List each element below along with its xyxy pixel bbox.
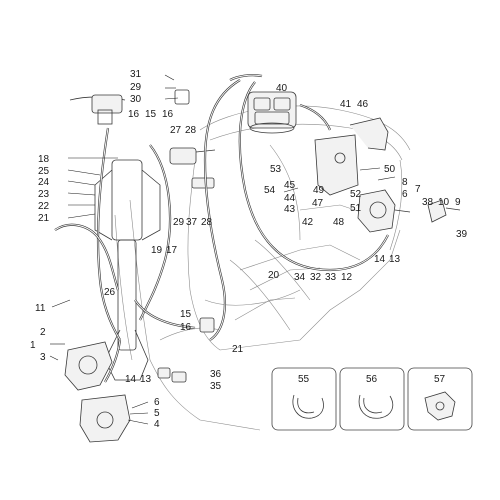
callout-39: 39 <box>456 229 468 240</box>
callout-36: 36 <box>210 369 222 380</box>
callout-22: 22 <box>38 201 50 212</box>
callout-46: 46 <box>357 99 369 110</box>
inset-label-56: 56 <box>366 374 378 385</box>
callout-30: 30 <box>130 94 142 105</box>
callout-8: 8 <box>402 177 408 188</box>
scooter-frame-outline <box>114 105 411 431</box>
callout-4: 4 <box>154 419 160 430</box>
callout-35: 35 <box>210 381 222 392</box>
callout-33: 33 <box>325 272 337 283</box>
callout-14: 14 <box>125 374 137 385</box>
inset-label-57: 57 <box>434 374 446 385</box>
abs-control-unit <box>247 91 297 134</box>
callout-16: 16 <box>180 322 192 333</box>
callout-44: 44 <box>284 193 296 204</box>
callout-2: 2 <box>40 327 46 338</box>
callout-31: 31 <box>130 69 142 80</box>
callout-23: 23 <box>38 189 50 200</box>
callout-53: 53 <box>270 164 282 175</box>
callout-21: 21 <box>232 344 244 355</box>
leader-lines <box>49 74 396 425</box>
callout-3: 3 <box>40 352 46 363</box>
callout-47: 47 <box>312 198 324 209</box>
callout-34: 34 <box>294 272 306 283</box>
callout-54: 54 <box>264 185 276 196</box>
callout-21: 21 <box>38 213 50 224</box>
callout-9: 9 <box>455 197 461 208</box>
callout-6: 6 <box>154 397 160 408</box>
rear-brake-caliper <box>357 189 411 233</box>
front-brake-master-cylinder <box>69 94 126 125</box>
callout-28: 28 <box>201 217 213 228</box>
callout-27: 27 <box>170 125 182 136</box>
brake-hoses <box>54 74 389 383</box>
inset-box-55: 55 <box>271 367 337 431</box>
callout-12: 12 <box>341 272 353 283</box>
callout-32: 32 <box>310 272 322 283</box>
callout-17: 17 <box>166 245 178 256</box>
clamp-parts <box>157 177 215 383</box>
callout-19: 19 <box>151 245 163 256</box>
callout-38: 38 <box>422 197 434 208</box>
callout-14: 14 <box>374 254 386 265</box>
inset-box-56: 56 <box>339 367 405 431</box>
callout-18: 18 <box>38 154 50 165</box>
callout-29: 29 <box>130 82 142 93</box>
callout-5: 5 <box>154 408 160 419</box>
callout-15: 15 <box>145 109 157 120</box>
callout-29: 29 <box>173 217 185 228</box>
callout-15: 15 <box>180 309 192 320</box>
callout-6: 6 <box>402 189 408 200</box>
abs-bracket <box>314 117 389 196</box>
front-brake-caliper <box>64 341 131 443</box>
callout-13: 13 <box>389 254 401 265</box>
wheel-speed-sensor <box>427 199 461 223</box>
inset-label-55: 55 <box>298 374 310 385</box>
callout-20: 20 <box>268 270 280 281</box>
callout-45: 45 <box>284 180 296 191</box>
callout-24: 24 <box>38 177 50 188</box>
callout-13: 13 <box>140 374 152 385</box>
callout-48: 48 <box>333 217 345 228</box>
callout-labels: 31 29 30 40 41 46 16 15 16 27 28 18 25 2… <box>30 69 468 430</box>
callout-52: 52 <box>350 189 362 200</box>
callout-7: 7 <box>415 184 421 195</box>
callout-16: 16 <box>162 109 174 120</box>
callout-26: 26 <box>104 287 116 298</box>
callout-1: 1 <box>30 340 36 351</box>
callout-10: 10 <box>438 197 450 208</box>
callout-25: 25 <box>38 166 50 177</box>
callout-11: 11 <box>35 303 46 314</box>
callout-49: 49 <box>313 185 325 196</box>
callout-28: 28 <box>185 125 197 136</box>
callout-16: 16 <box>128 109 140 120</box>
callout-43: 43 <box>284 204 296 215</box>
callout-51: 51 <box>350 203 362 214</box>
callout-50: 50 <box>384 164 396 175</box>
callout-42: 42 <box>302 217 314 228</box>
callout-37: 37 <box>186 217 198 228</box>
inset-box-57: 57 <box>407 367 473 431</box>
callout-41: 41 <box>340 99 352 110</box>
callout-40: 40 <box>276 83 288 94</box>
